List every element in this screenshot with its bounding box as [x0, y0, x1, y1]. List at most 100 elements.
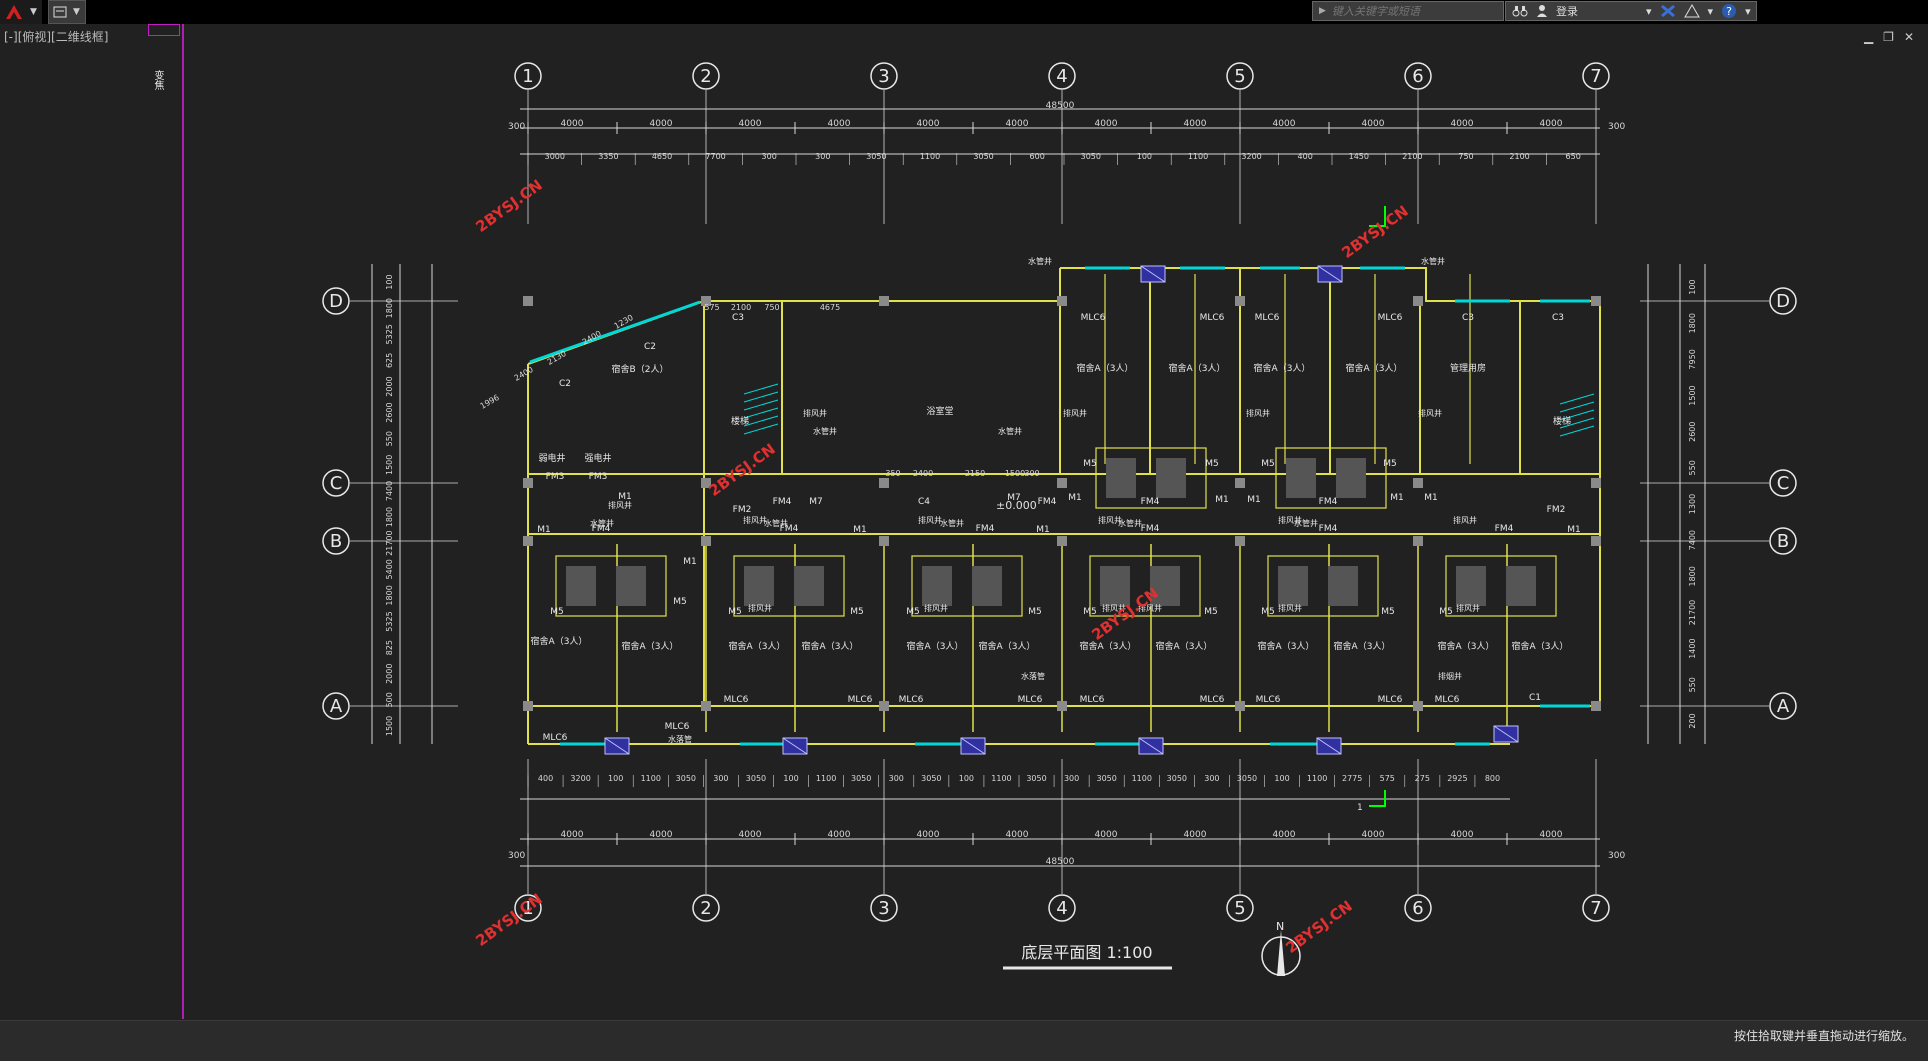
viewport-label[interactable]: [-][俯视][二维线框]	[4, 30, 109, 44]
axis-left-D-label: D	[329, 291, 343, 312]
top-detail-dim: 300	[762, 152, 777, 161]
shower-icon	[744, 566, 774, 606]
restore-icon[interactable]: ❐	[1883, 30, 1894, 44]
corner-dim: 750	[764, 303, 779, 312]
room-label-water: 水管井	[1294, 518, 1318, 528]
bathroom-units	[555, 447, 1557, 617]
column	[701, 478, 711, 488]
room-label-dorm3: 宿舍A（3人）	[1512, 640, 1569, 652]
bottom-detail-dim: 3050	[676, 774, 696, 783]
duct-cross	[604, 737, 630, 755]
tag-m1: M1	[1215, 495, 1229, 505]
chevron-down-icon[interactable]: ▾	[1707, 4, 1714, 18]
axis-bottom-3	[870, 894, 898, 922]
room-label-dorm3: 宿舍A（3人）	[1156, 640, 1213, 652]
shower-icon	[1456, 566, 1486, 606]
slope-dim: 2400	[581, 329, 603, 347]
room-label-exhaust: 排风井	[1453, 515, 1477, 525]
help-icon[interactable]: ?	[1721, 3, 1737, 19]
duct-cross	[1316, 737, 1342, 755]
axis-top-4	[1048, 62, 1076, 90]
left-dim: 1500	[385, 716, 394, 736]
binoculars-icon[interactable]	[1512, 4, 1528, 18]
exchange-icon[interactable]	[1660, 4, 1676, 18]
column	[523, 296, 533, 306]
duct-cross	[1493, 725, 1519, 743]
tag-mlc6: MLC6	[1435, 695, 1460, 705]
a360-icon[interactable]	[1683, 4, 1700, 18]
room-label-water: 水管井	[940, 518, 964, 528]
left-dim: 1800	[385, 585, 394, 605]
axis-left-B	[322, 527, 350, 555]
bottom-detail-dim: 100	[1274, 774, 1289, 783]
expand-arrow-icon[interactable]: ▶	[1319, 6, 1326, 16]
left-dim: 625	[385, 353, 394, 368]
column	[1235, 296, 1245, 306]
tag-fm4: FM4	[1319, 497, 1338, 507]
room-label-exhaust: 排风井	[1246, 408, 1270, 418]
tag-mlc6: MLC6	[665, 722, 690, 732]
login-label[interactable]: 登录	[1556, 5, 1578, 18]
corridor-dim: 300	[1024, 469, 1039, 478]
axis-right-D	[1769, 287, 1797, 315]
bay-dim-top: 4000	[1451, 119, 1474, 129]
search-input[interactable]	[1329, 3, 1494, 19]
corner-dim: 575	[704, 303, 719, 312]
axis-top-7-label: 7	[1590, 66, 1601, 87]
room-label-water: 水管井	[1028, 256, 1052, 266]
room-label-water: 水管井	[590, 518, 614, 528]
app-menu-button[interactable]: ▼	[0, 0, 42, 24]
room-label-exhaust: 排风井	[1138, 603, 1162, 613]
top-detail-dim: 3200	[1241, 152, 1261, 161]
bottom-detail-dim: 300	[889, 774, 904, 783]
tag-fm4: FM4	[1495, 524, 1514, 534]
bottom-detail-dim: 3050	[851, 774, 871, 783]
left-dim: 7400	[385, 481, 394, 501]
bay-dim-top: 4000	[1006, 119, 1029, 129]
bottom-detail-dim: 3050	[1167, 774, 1187, 783]
column	[701, 296, 711, 306]
tag-fm3: FM3	[546, 472, 565, 482]
tag-m5: M5	[1028, 607, 1042, 617]
viewcube-tag[interactable]	[148, 24, 180, 36]
bathroom-unit	[1267, 555, 1379, 617]
bay-dim-top: 4000	[1362, 119, 1385, 129]
column	[1413, 478, 1423, 488]
section-mark-bottom	[1369, 790, 1386, 807]
north-arrow-icon	[1261, 930, 1301, 976]
bay-dim-bottom: 4000	[1362, 830, 1385, 840]
tag-fm4: FM4	[592, 524, 611, 534]
close-icon[interactable]: ✕	[1903, 30, 1914, 44]
section-mark-top	[1369, 206, 1386, 227]
tag-m5: M5	[1205, 459, 1219, 469]
bottom-detail-dim: 1100	[1132, 774, 1152, 783]
tag-c3: C3	[1462, 313, 1474, 323]
column	[1413, 296, 1423, 306]
tag-mlc6: MLC6	[1378, 695, 1403, 705]
tag-c3: C3	[1552, 313, 1564, 323]
room-label-manager: 管理用房	[1450, 362, 1486, 374]
tag-m1: M1	[683, 557, 697, 567]
shower-icon	[1106, 458, 1136, 498]
axis-bottom-6	[1404, 894, 1432, 922]
status-message: 按住拾取键并垂直拖动进行缩放。	[1733, 1029, 1914, 1043]
axis-bottom-6-label: 6	[1412, 898, 1423, 919]
top-detail-dim: 7700	[705, 152, 725, 161]
tag-c2: C2	[644, 342, 656, 352]
end-offset-left: 300	[508, 122, 525, 132]
room-label-exhaust: 排风井	[1098, 515, 1122, 525]
room-label-dorm3: 宿舍A（3人）	[1077, 362, 1134, 374]
chevron-down-icon[interactable]: ▾	[1745, 4, 1751, 18]
quick-access-button[interactable]: ▼	[48, 0, 86, 24]
slope-dim: 2130	[546, 349, 568, 367]
minimize-icon[interactable]: ▁	[1863, 30, 1874, 44]
room-label-water: 水管井	[1421, 256, 1445, 266]
bottom-detail-dim: 2775	[1342, 774, 1362, 783]
left-dim: 5325	[385, 324, 394, 344]
chevron-down-icon[interactable]: ▾	[1646, 4, 1652, 18]
axis-bottom-2-label: 2	[700, 898, 711, 919]
